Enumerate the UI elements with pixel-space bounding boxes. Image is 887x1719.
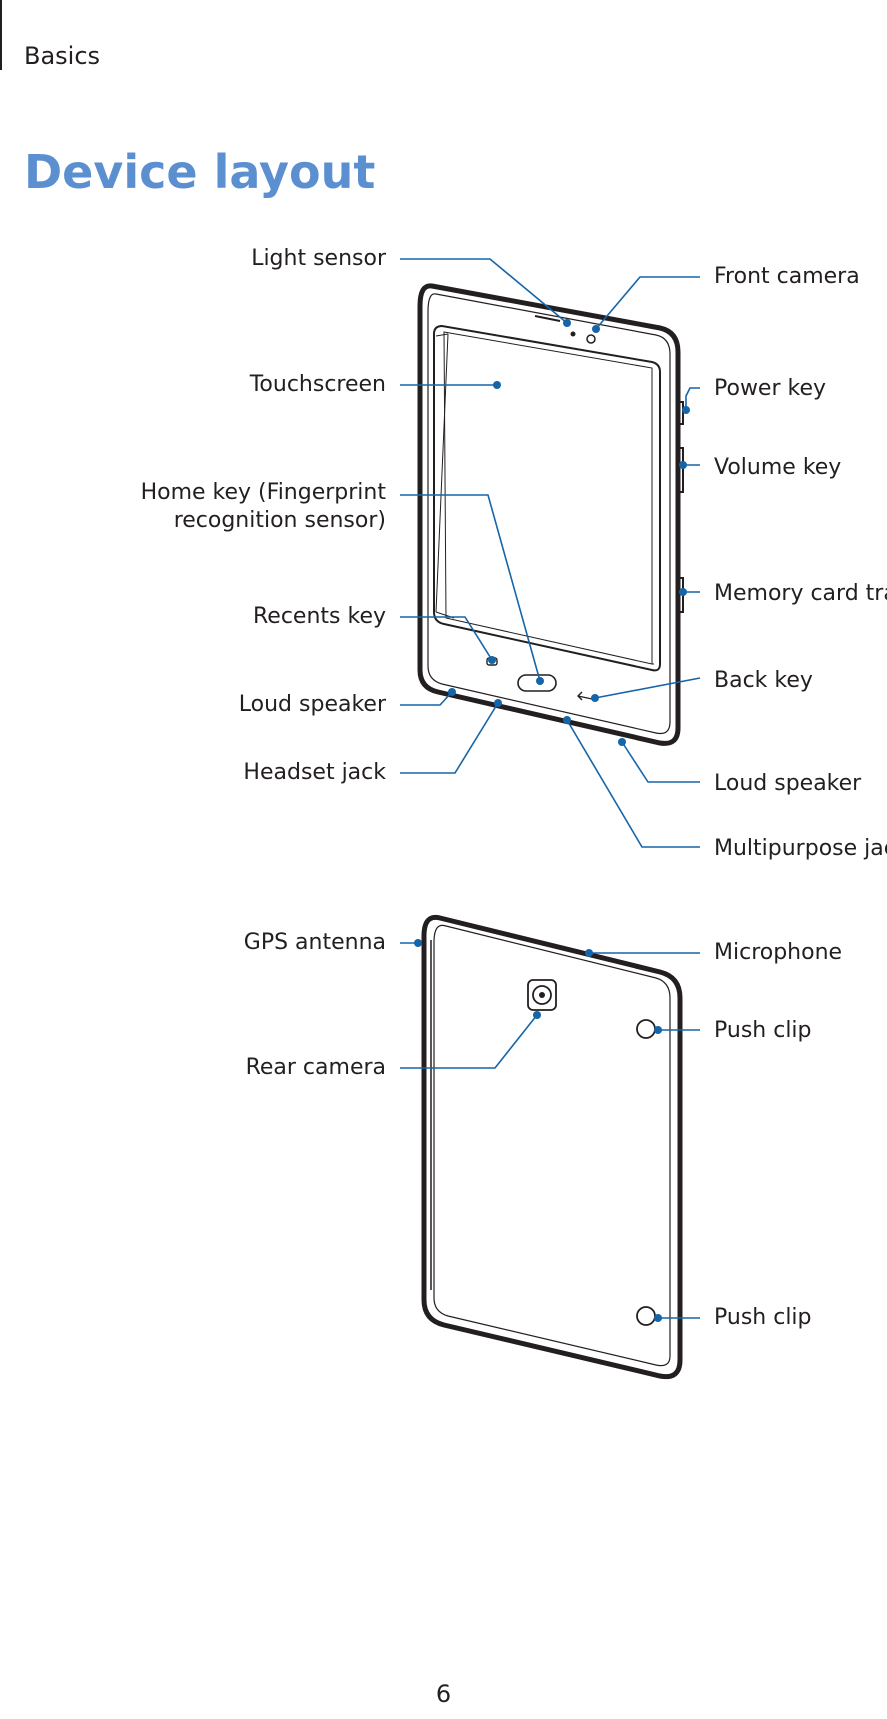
label-push-clip-top: Push clip: [714, 1018, 812, 1043]
margin-rule: [0, 0, 2, 70]
label-push-clip-bottom: Push clip: [714, 1305, 812, 1330]
label-light-sensor: Light sensor: [251, 246, 386, 271]
home-key-icon: [517, 674, 557, 692]
push-clip-top-shape: [636, 1019, 656, 1039]
volume-key-shape: [678, 447, 684, 493]
label-microphone: Microphone: [714, 940, 843, 965]
section-header: Basics: [24, 42, 101, 70]
push-clip-bottom-shape: [636, 1306, 656, 1326]
label-loud-speaker-left: Loud speaker: [238, 692, 386, 717]
label-headset-jack: Headset jack: [243, 760, 386, 785]
callout-lines: [400, 258, 701, 1319]
label-home-key-line2: recognition sensor): [173, 508, 386, 533]
label-back-key: Back key: [714, 668, 813, 693]
label-memory-card-tray: Memory card tray: [714, 581, 887, 606]
label-recents-key: Recents key: [253, 604, 386, 629]
camera-lens-icon: [532, 985, 552, 1005]
label-power-key: Power key: [714, 376, 827, 401]
power-key-shape: [678, 401, 684, 425]
rear-camera-housing: [527, 979, 557, 1011]
front-screen: [433, 324, 661, 672]
label-multipurpose-jack: Multipurpose jack: [714, 836, 887, 861]
label-home-key-line1: Home key (Fingerprint: [140, 480, 386, 505]
back-arrow-icon: [577, 691, 593, 701]
front-tablet: [417, 283, 684, 746]
front-camera-lens: [586, 334, 596, 344]
label-touchscreen: Touchscreen: [249, 372, 386, 397]
label-loud-speaker-right: Loud speaker: [714, 771, 862, 796]
light-sensor-dot: [570, 331, 576, 337]
label-volume-key: Volume key: [714, 455, 842, 480]
label-gps-antenna: GPS antenna: [243, 930, 386, 955]
page-title: Device layout: [24, 145, 376, 199]
label-rear-camera: Rear camera: [245, 1055, 386, 1080]
back-tablet: [421, 914, 683, 1380]
page-number: 6: [435, 1680, 452, 1708]
label-front-camera: Front camera: [714, 264, 860, 289]
callout-dots: [414, 319, 690, 1322]
